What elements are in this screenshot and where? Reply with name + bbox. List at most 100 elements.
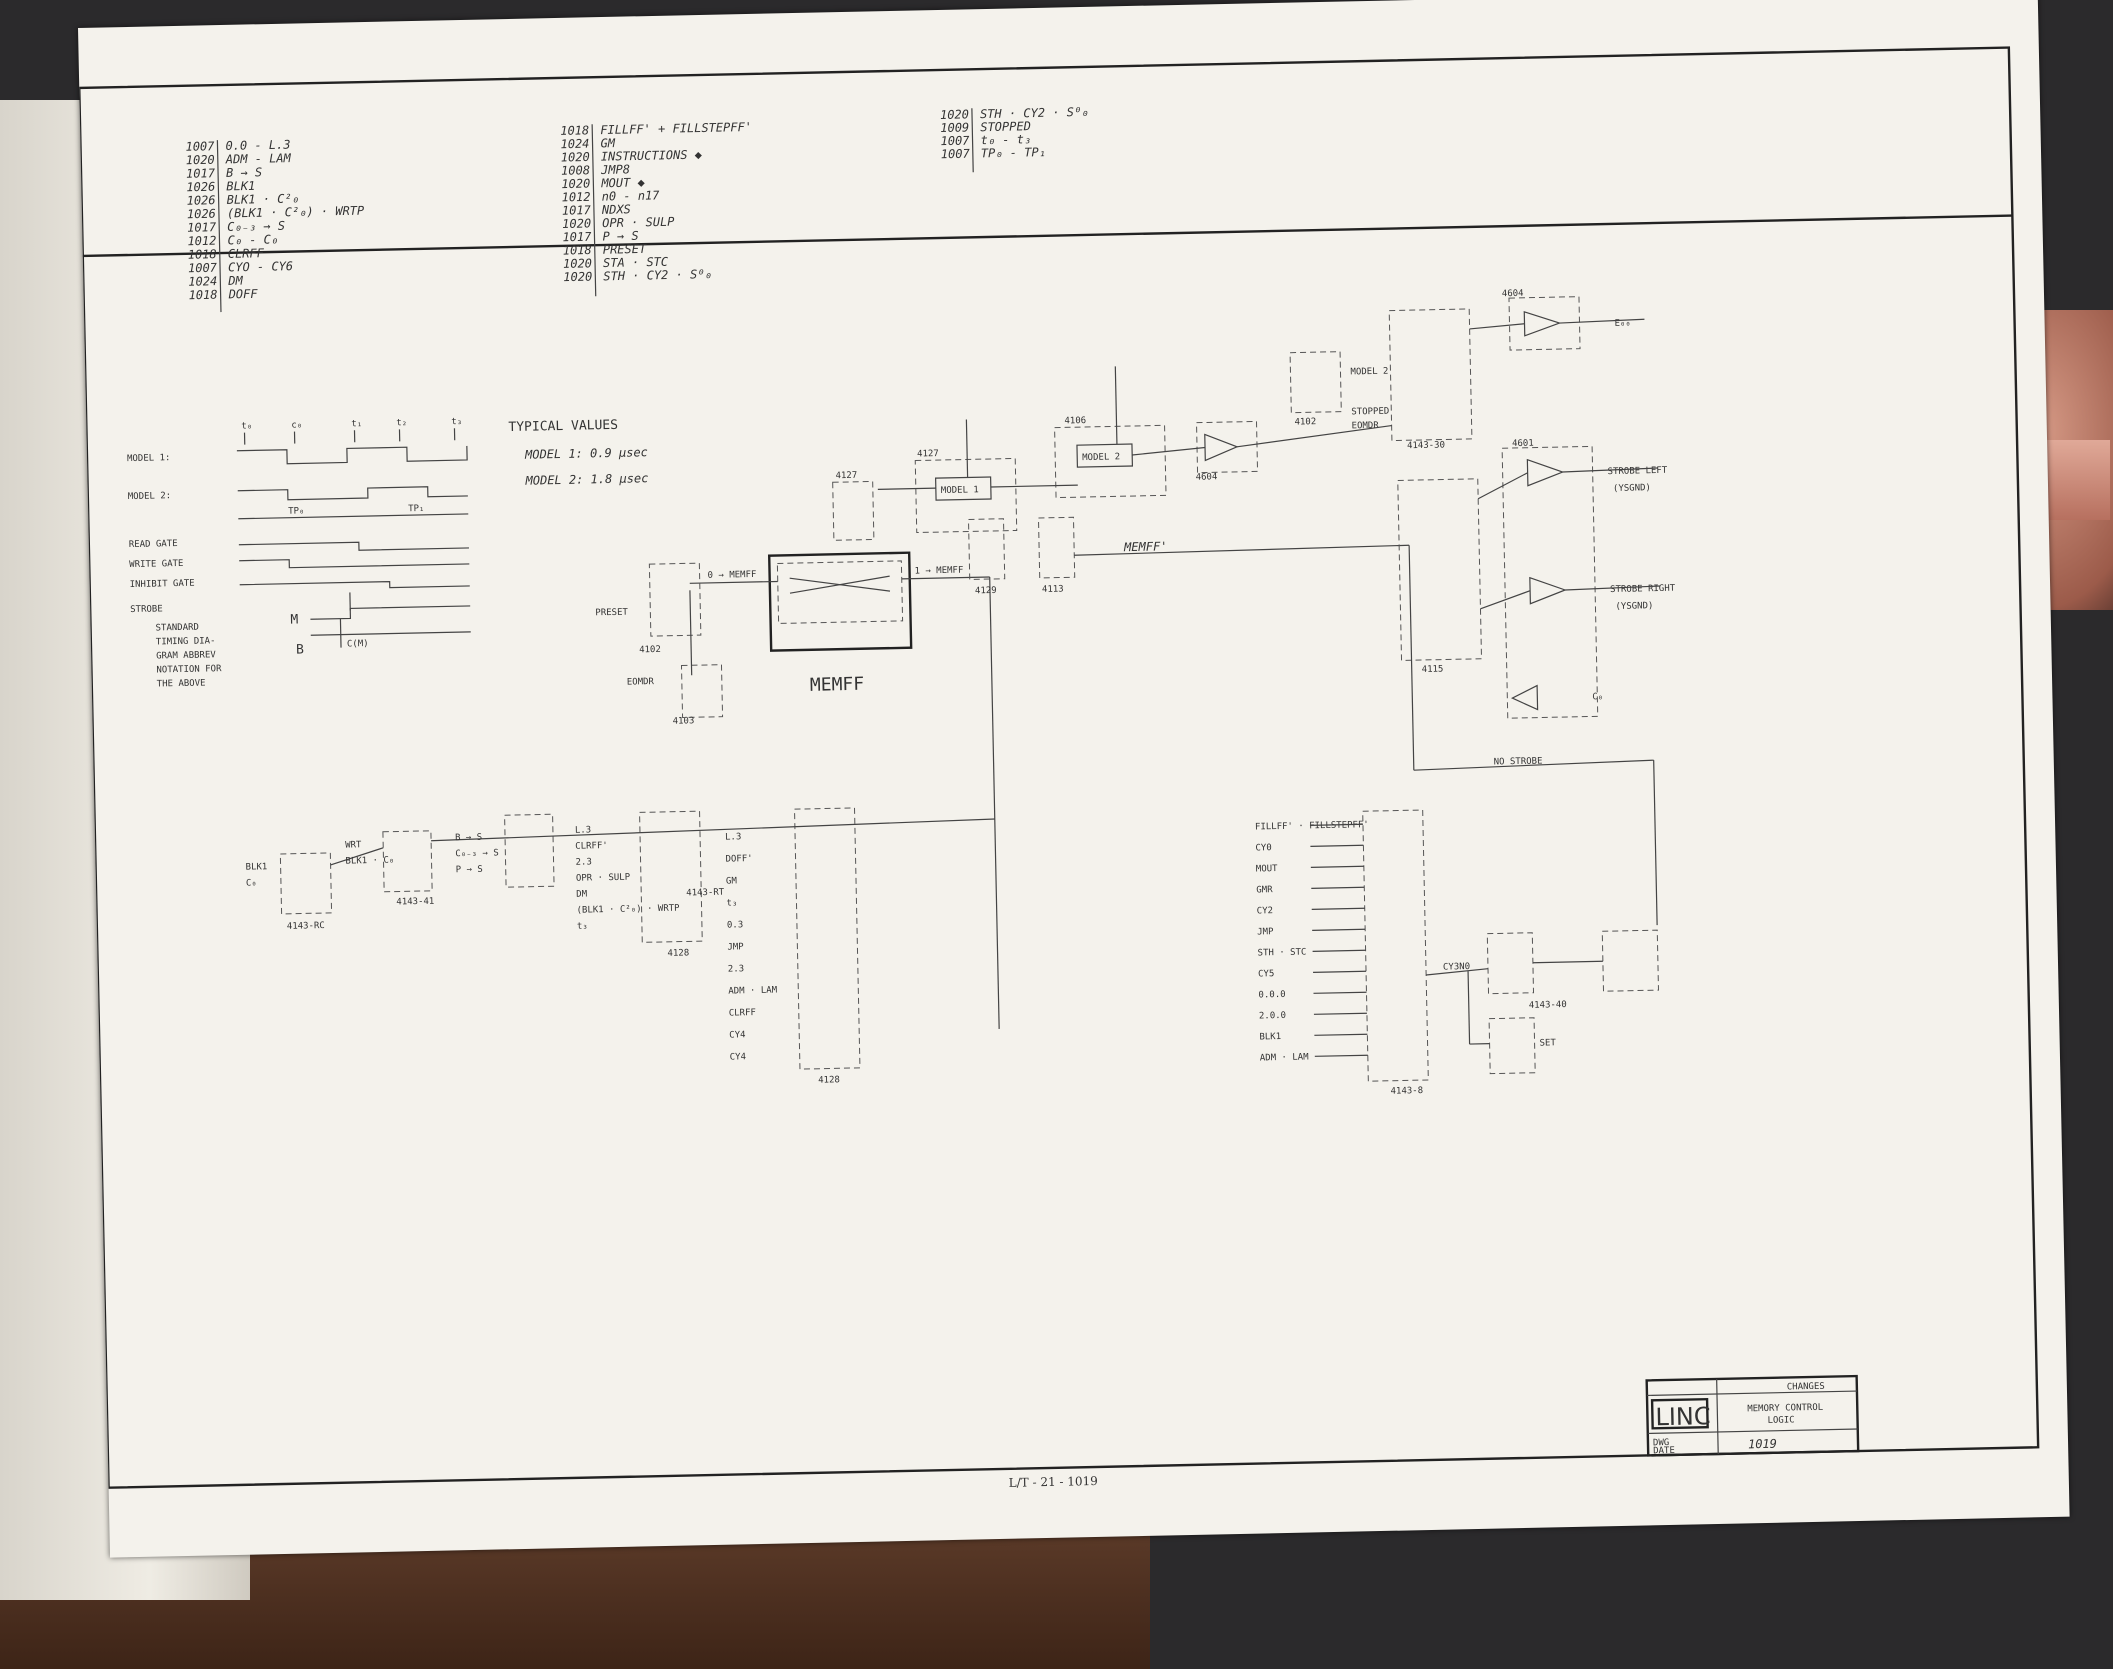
logic-input-wire	[1310, 844, 1364, 847]
reference-number: 1017	[186, 166, 216, 181]
wire-r14-left	[1477, 472, 1528, 500]
logic-input-label: L.3	[725, 832, 741, 842]
logic-input-label: B → S	[455, 833, 482, 844]
logic-input-label: DOFF'	[725, 854, 752, 865]
wire-eod-out	[1559, 318, 1645, 324]
reference-signal: P → S	[602, 229, 638, 244]
module-r14-b	[1601, 929, 1660, 992]
logic-input-wire	[1313, 970, 1367, 973]
reference-signal: TP₀ - TP₁	[981, 145, 1046, 160]
module-r3	[1054, 424, 1167, 499]
logic-input-label: BLK1	[1259, 1032, 1281, 1042]
strobe-section: STROBE LEFT (YSGND) STROBE RIGHT (YSGND)…	[1397, 445, 1676, 926]
memff-prime-label: MEMFF'	[1123, 539, 1168, 554]
model-chain: MODEL 1 MODEL 2 MODEL 2 STOPPED EOMDR E₀…	[832, 296, 1645, 541]
logic-input-wire	[1313, 991, 1367, 994]
reference-signal: NDXS	[601, 202, 631, 217]
module-r10-b	[1486, 932, 1535, 995]
reference-number: 1020	[186, 153, 215, 168]
module-r11	[648, 562, 702, 637]
module-number: 4604	[1502, 289, 1524, 299]
reference-number: 1020	[562, 216, 591, 231]
reference-number: 1008	[561, 163, 590, 178]
wire-bus-down	[1408, 545, 1415, 771]
wire-model2-up	[1114, 366, 1118, 445]
module-r13	[504, 813, 555, 888]
logic-input-label: STH · STC	[1258, 947, 1307, 958]
memff-block: MEMFF 0 → MEMFF 1 → MEMFF	[689, 551, 1000, 1029]
timing-tick-label: t₃	[451, 417, 462, 427]
wire-r10-r9	[1469, 323, 1525, 330]
logic-input-label: 2.3	[728, 964, 744, 974]
logic-input-label: 2.3	[575, 857, 591, 867]
logic-input-label: 0.0.0	[1258, 990, 1285, 1001]
timing-tick-label: t₁	[351, 419, 362, 429]
module-r9	[1508, 296, 1581, 351]
logic-input-label: CLRFF'	[575, 841, 608, 852]
wire-no-strobe-down	[1653, 760, 1658, 926]
c5-output-label: C₀	[1592, 692, 1603, 702]
timing-note-line: GRAM ABBREV	[156, 650, 216, 661]
note-cm-arrow	[339, 618, 342, 648]
wire-one-memff	[901, 576, 990, 580]
module-number: 4601	[1512, 439, 1534, 449]
amp-r8	[1204, 433, 1239, 462]
header-divider	[82, 214, 2013, 258]
eod-output-label: E₀₀	[1614, 319, 1630, 329]
timing-tick-label: t₀	[241, 421, 252, 431]
reference-number: 1017	[187, 220, 217, 235]
logic-input-wire	[1311, 907, 1365, 910]
title-line-2: LOGIC	[1767, 1415, 1794, 1426]
wire-model1-up	[965, 419, 969, 478]
logic-input-label: t₃	[726, 898, 737, 908]
logic-input-wire	[1314, 1054, 1368, 1057]
module-r14	[1397, 478, 1483, 661]
module-number: 4143-RT	[686, 888, 725, 899]
logic-input-label: GM	[726, 876, 738, 886]
reference-number: 1007	[188, 261, 218, 276]
typical-values-label: TYPICAL VALUES	[508, 418, 618, 435]
reference-signal: MOUT ◆	[600, 175, 645, 190]
stopped-label: STOPPED	[1351, 407, 1389, 418]
logic-input-wire	[1311, 886, 1365, 889]
reference-number: 1018	[188, 288, 217, 303]
reference-number: 1024	[560, 137, 589, 152]
sheet-frame	[78, 46, 2040, 1489]
logic-input-label: CY2	[1257, 906, 1273, 916]
reference-number: 1020	[561, 150, 590, 165]
reference-signal: BLK1	[226, 179, 255, 194]
logic-input-wire	[1312, 949, 1366, 952]
reference-signal: (BLK1 · C²₀) · WRTP	[227, 204, 365, 221]
module-s3	[279, 852, 333, 915]
wire-preset-down	[689, 590, 693, 676]
changes-label: CHANGES	[1787, 1382, 1825, 1393]
timing-diagram: TYPICAL VALUES MODEL 1: 0.9 μsec MODEL 2…	[127, 417, 649, 689]
timing-note-line: TIMING DIA-	[156, 636, 216, 647]
reference-signal: GM	[600, 136, 616, 150]
reference-number: 1018	[188, 247, 217, 262]
logic-input-wire	[1314, 1033, 1368, 1036]
module-number: 4129	[975, 586, 997, 596]
logic-input-label: CLRFF	[729, 1008, 756, 1019]
reference-signal: t₀ - t₃	[980, 132, 1031, 147]
wire-strobe-left-out	[1562, 467, 1658, 473]
ysgnd-left-label: (YSGND)	[1613, 483, 1651, 494]
zero-memff-label: 0 → MEMFF	[708, 570, 757, 581]
title-block: LINC CHANGES MEMORY CONTROL LOGIC DWG DA…	[1645, 1374, 1860, 1457]
reference-number: 1018	[560, 123, 589, 138]
reference-number: 1020	[563, 270, 592, 285]
module-number: 4128	[818, 1075, 840, 1085]
reference-number: 1012	[187, 234, 216, 249]
reference-number: 1017	[562, 203, 592, 218]
module-number: 4103	[673, 716, 695, 726]
timing-row-label: MODEL 2:	[128, 491, 172, 502]
module-number: 4127	[835, 471, 857, 481]
footer-label: L/T - 21 - 1019	[1009, 1474, 1098, 1490]
module-r5	[1362, 809, 1429, 1082]
reference-signal: C₀ - C₀	[227, 232, 278, 247]
wire-zero-memff	[689, 580, 778, 584]
